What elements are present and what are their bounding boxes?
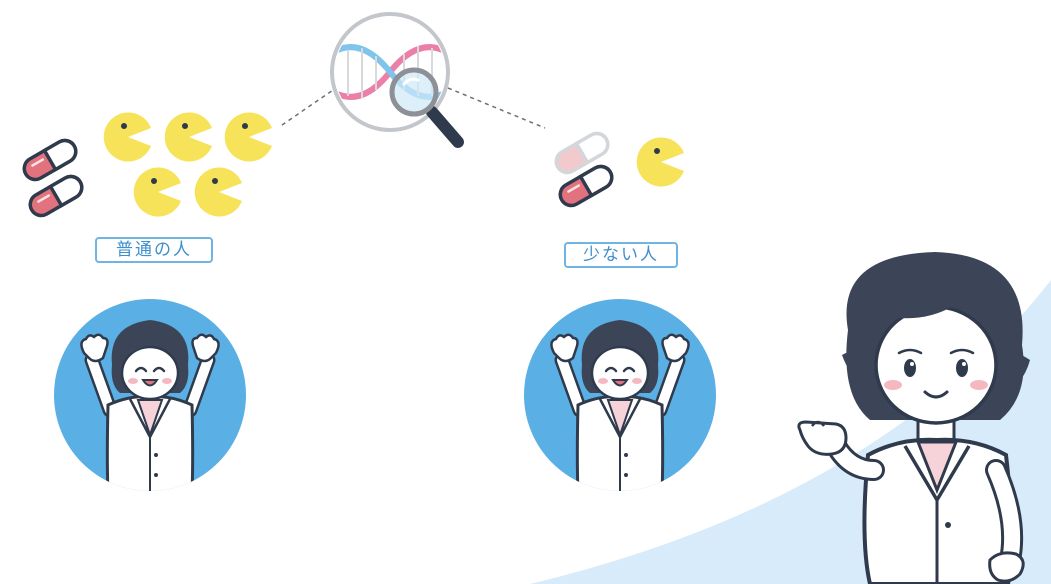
enzyme-icon bbox=[164, 112, 212, 162]
label-few-person: 少ない人 bbox=[564, 242, 678, 268]
enzyme-icon bbox=[636, 137, 684, 187]
doctor-icon bbox=[797, 252, 1030, 584]
enzyme-icon bbox=[224, 112, 272, 162]
enzyme-icon bbox=[103, 112, 151, 162]
enzyme-icon bbox=[194, 167, 242, 217]
avatar-few-person bbox=[524, 299, 716, 491]
connector-left bbox=[281, 87, 337, 126]
label-normal-person: 普通の人 bbox=[95, 237, 213, 263]
magnifier-icon bbox=[389, 67, 464, 148]
avatar-normal-person bbox=[54, 299, 246, 491]
enzyme-icon bbox=[133, 167, 181, 217]
connector-right bbox=[447, 87, 546, 129]
